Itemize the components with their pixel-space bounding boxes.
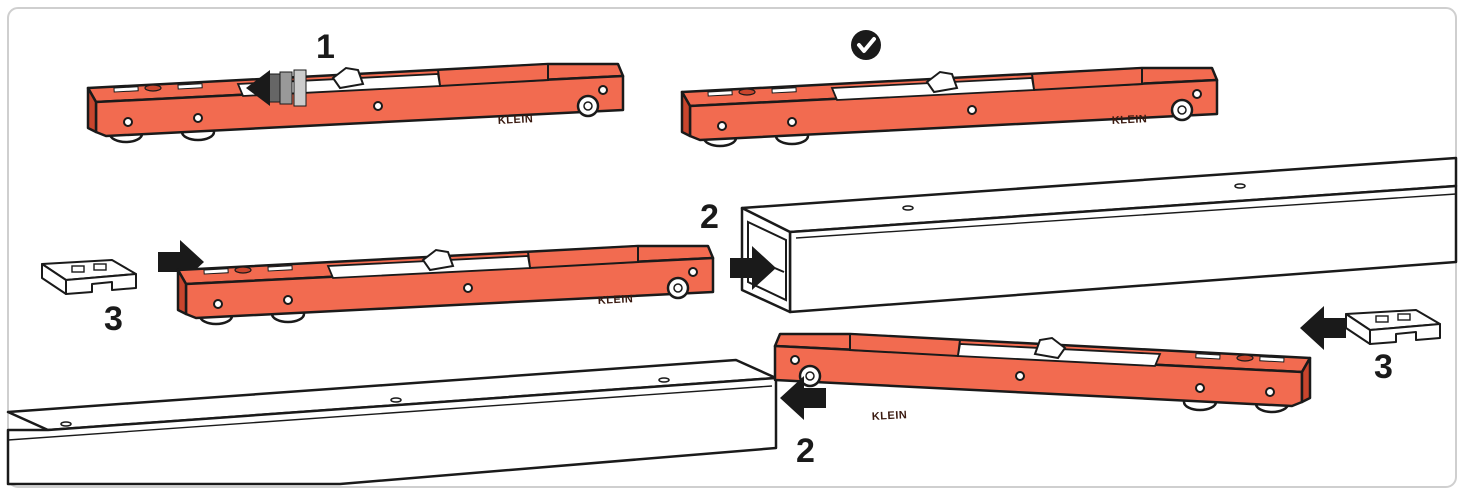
rail-lower: [6, 358, 778, 486]
svg-text:KLEIN: KLEIN: [598, 293, 634, 307]
step-number-2-top: 2: [700, 198, 719, 236]
end-clip-right: [1345, 309, 1441, 345]
carriage-insert-left: KLEIN: [176, 244, 715, 326]
carriage-insert-right: [773, 332, 1312, 414]
step-number-3-right: 3: [1374, 348, 1393, 386]
check-circle-icon: [851, 30, 881, 60]
carriage-step-1: KLEIN: [86, 62, 625, 144]
end-clip-left: [41, 259, 137, 295]
bold-arrow-icon: [1300, 306, 1346, 350]
step-number-3-left: 3: [104, 300, 123, 338]
brand-logo: KLEIN: [872, 409, 908, 423]
motion-lines-arrow-icon: [246, 69, 307, 107]
svg-text:KLEIN: KLEIN: [498, 113, 534, 127]
step-number-1: 1: [316, 28, 335, 66]
brand-logo: KLEIN: [498, 113, 534, 127]
rail-upper: [740, 156, 1458, 314]
svg-text:KLEIN: KLEIN: [1112, 113, 1148, 127]
step-number-2-bottom: 2: [796, 432, 815, 470]
carriage-checked: KLEIN: [680, 66, 1219, 148]
